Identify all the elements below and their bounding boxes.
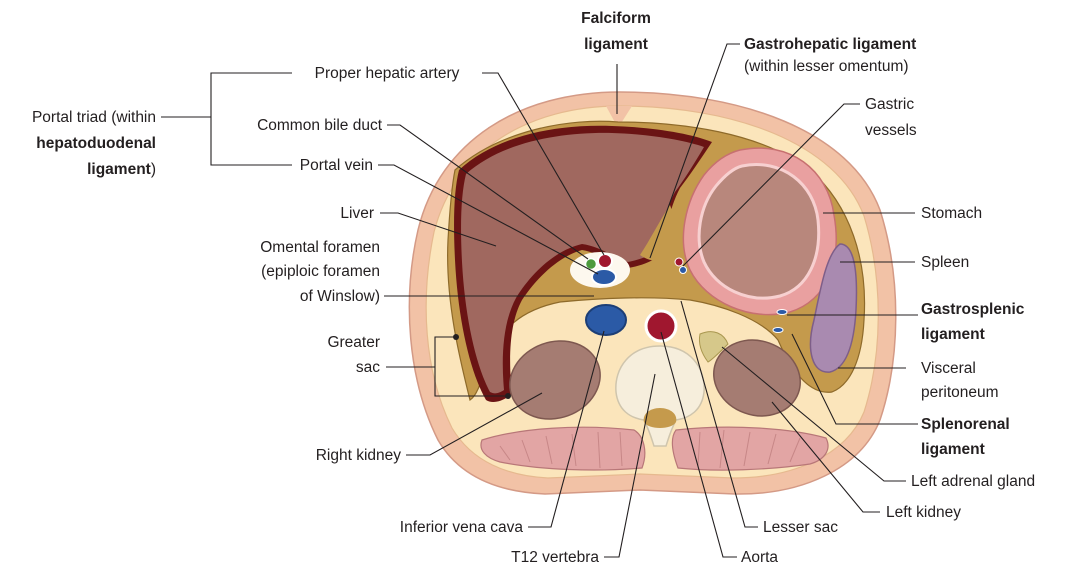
splenorenal-label-line2: ligament <box>921 441 985 458</box>
lesser-sac-label: Lesser sac <box>763 519 838 536</box>
aorta-label: Aorta <box>741 549 778 566</box>
t12-vertebra-label: T12 vertebra <box>511 549 599 566</box>
greater-sac-label-line2: sac <box>356 359 380 376</box>
spleen-label: Spleen <box>921 254 969 271</box>
aorta-vessel <box>646 311 676 341</box>
portal-triad-ligament-word: ligament <box>87 161 151 178</box>
gastric-vessels-label-line2: vessels <box>865 122 917 139</box>
inferior-vena-cava-vessel <box>586 305 626 335</box>
gastric-vessel-red <box>675 258 683 266</box>
splenorenal-label-line1: Splenorenal <box>921 416 1010 433</box>
proper-hepatic-artery-vessel <box>598 254 612 268</box>
falciform-label-line2: ligament <box>584 36 648 53</box>
portal-triad-close-paren: ) <box>151 161 156 178</box>
left-adrenal-gland-label: Left adrenal gland <box>911 473 1035 490</box>
portal-vein-vessel <box>592 269 616 285</box>
stomach-label: Stomach <box>921 205 982 222</box>
greater-sac-label-line1: Greater <box>327 334 380 351</box>
short-gastric-vessel-2 <box>773 328 783 333</box>
left-kidney-label: Left kidney <box>886 504 961 521</box>
omental-foramen-label-line1: Omental foramen <box>260 239 380 256</box>
proper-hepatic-artery-label: Proper hepatic artery <box>315 65 460 82</box>
gastrohepatic-label-line2: (within lesser omentum) <box>744 58 909 75</box>
gastric-vessel-blue <box>680 267 687 274</box>
gastrosplenic-label-line1: Gastrosplenic <box>921 301 1025 318</box>
gastrohepatic-label-line1: Gastrohepatic ligament <box>744 36 916 53</box>
liver-label: Liver <box>340 205 374 222</box>
gastrosplenic-label-line2: ligament <box>921 326 985 343</box>
common-bile-duct-label: Common bile duct <box>257 117 383 134</box>
omental-foramen-label-line3: of Winslow) <box>300 288 380 305</box>
inferior-vena-cava-label: Inferior vena cava <box>400 519 524 536</box>
visceral-peritoneum-label-line1: Visceral <box>921 360 976 377</box>
short-gastric-vessel-1 <box>777 310 787 315</box>
portal-vein-label: Portal vein <box>300 157 373 174</box>
right-kidney-label: Right kidney <box>316 447 402 464</box>
gastric-vessels-label-line1: Gastric <box>865 96 914 113</box>
portal-triad-label-line3: ligament) <box>87 161 156 178</box>
anatomy-illustration <box>409 92 895 494</box>
omental-foramen-label-line2: (epiploic foramen <box>261 263 380 280</box>
portal-triad-label-line1: Portal triad (within <box>32 109 156 126</box>
falciform-label-line1: Falciform <box>581 10 651 27</box>
visceral-peritoneum-label-line2: peritoneum <box>921 384 999 401</box>
portal-triad-label-line2: hepatoduodenal <box>36 135 156 152</box>
